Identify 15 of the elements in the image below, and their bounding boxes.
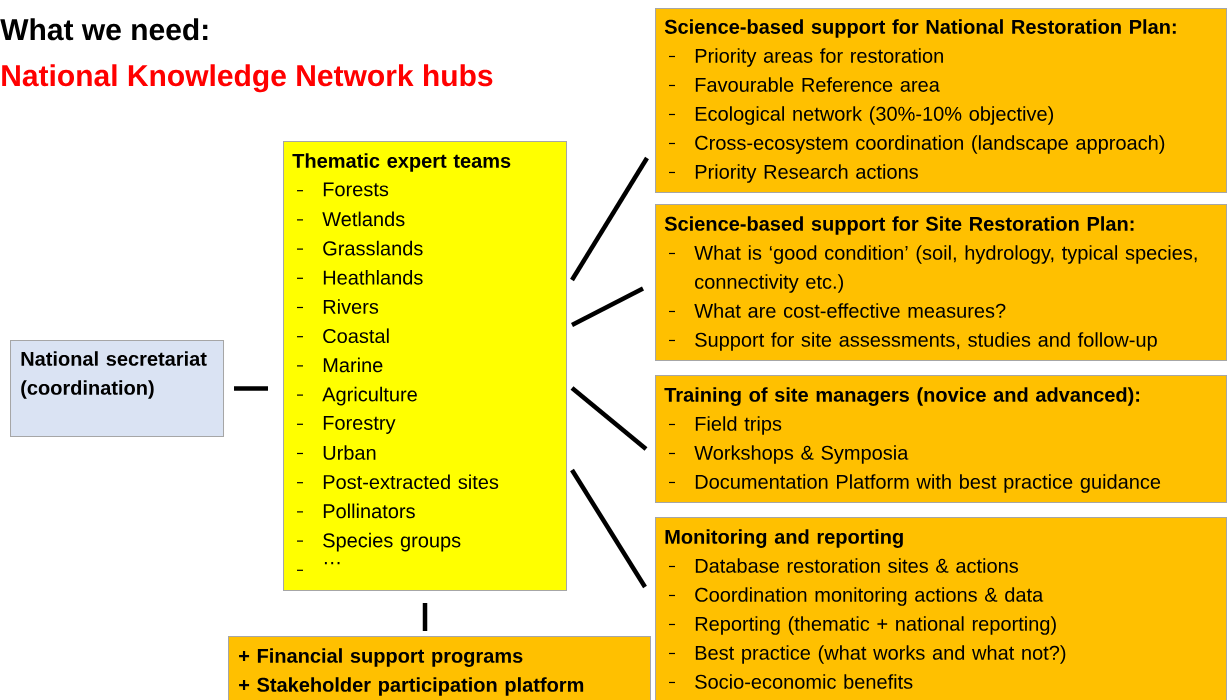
support-box: + Financial support programs + Stakeholder participation platform xyxy=(228,636,651,700)
task-box: Training of site managers (novice and advanced): Field trips Workshops & Symposia Documentation Platform with best practice guidance xyxy=(655,375,1227,503)
task-box: Science-based support for National Restoration Plan: Priority areas for restoration Favourable Reference area Ecological network (30%-10% objective) Cross-ecosystem coordination (landscape approach) Priority Research actions xyxy=(655,8,1227,193)
subtitle: National Knowledge Network hubs xyxy=(2,64,493,93)
task-box: Monitoring and reporting Database restoration sites & actions Coordination monitoring actions & data Reporting (thematic + national reporting) Best practice (what works and what not?) Socio-economic benefits xyxy=(655,517,1227,700)
connector-line xyxy=(422,603,428,631)
connector-line xyxy=(570,468,647,589)
expert-teams-box: Thematic expert teams Forests Wetlands Grasslands Heathlands Rivers Coastal Marine Agriculture Forestry Urban Post-extracted sites Pollinators Species groups … xyxy=(283,141,567,591)
task-box: Science-based support for Site Restoration Plan: What is ‘good condition’ (soil, hydrology, typical species, connectivity etc.) What are cost-effective measures? Support for site assessments, studies and follow-up xyxy=(655,204,1227,361)
connector-line xyxy=(571,286,645,327)
connector-line xyxy=(570,386,648,451)
secretariat-box: National secretariat (coordination) xyxy=(10,340,224,437)
connector-line xyxy=(234,386,268,391)
title: What we need: xyxy=(0,18,208,41)
connector-line xyxy=(570,156,649,282)
